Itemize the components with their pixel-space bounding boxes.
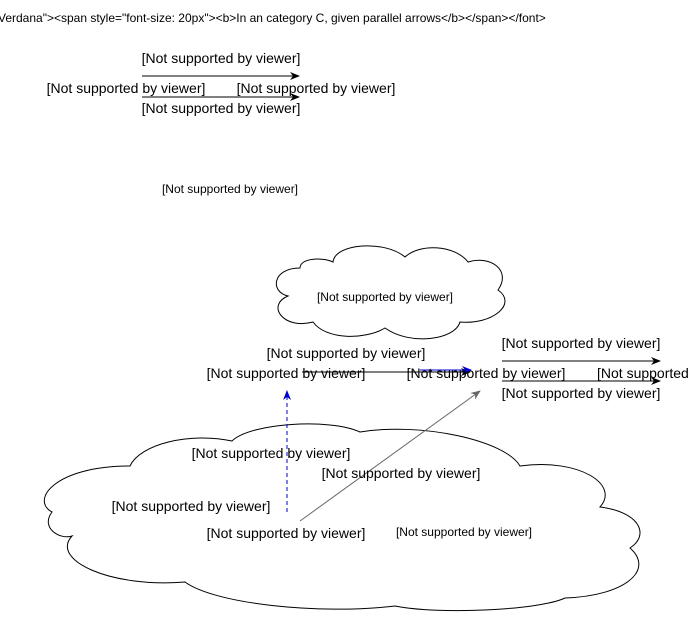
middle-arrow-label: [Not supported by viewer] (267, 345, 426, 361)
middle-target-label: [Not supported by viewer] (407, 365, 566, 381)
middle-source-label: [Not supported by viewer] (207, 365, 366, 381)
gray-diagonal-arrow (299, 390, 481, 522)
big-cloud-shape (43, 423, 641, 612)
big-cloud-label-5: [Not supported by viewer] (396, 525, 532, 539)
top-lower-arrow-label: [Not supported by viewer] (142, 100, 301, 116)
big-cloud-label-2: [Not supported by viewer] (322, 465, 481, 481)
small-cloud-label: [Not supported by viewer] (317, 290, 453, 304)
top-source-label: [Not supported by viewer] (47, 80, 206, 96)
top-target-label: [Not supported by viewer] (237, 80, 396, 96)
right-target-label: [Not supported by viewer] (597, 365, 693, 381)
big-cloud-label-3: [Not supported by viewer] (112, 498, 271, 514)
right-upper-arrow-label: [Not supported by viewer] (502, 335, 661, 351)
small-cloud-shape (275, 245, 506, 340)
floating-label: [Not supported by viewer] (162, 182, 298, 196)
right-lower-arrow-label: [Not supported by viewer] (502, 385, 661, 401)
big-cloud-label-4: [Not supported by viewer] (207, 525, 366, 541)
diagram-title: Verdana"><span style="font-size: 20px"><… (0, 11, 546, 25)
top-upper-arrow-label: [Not supported by viewer] (142, 50, 301, 66)
big-cloud-label-1: [Not supported by viewer] (192, 445, 351, 461)
